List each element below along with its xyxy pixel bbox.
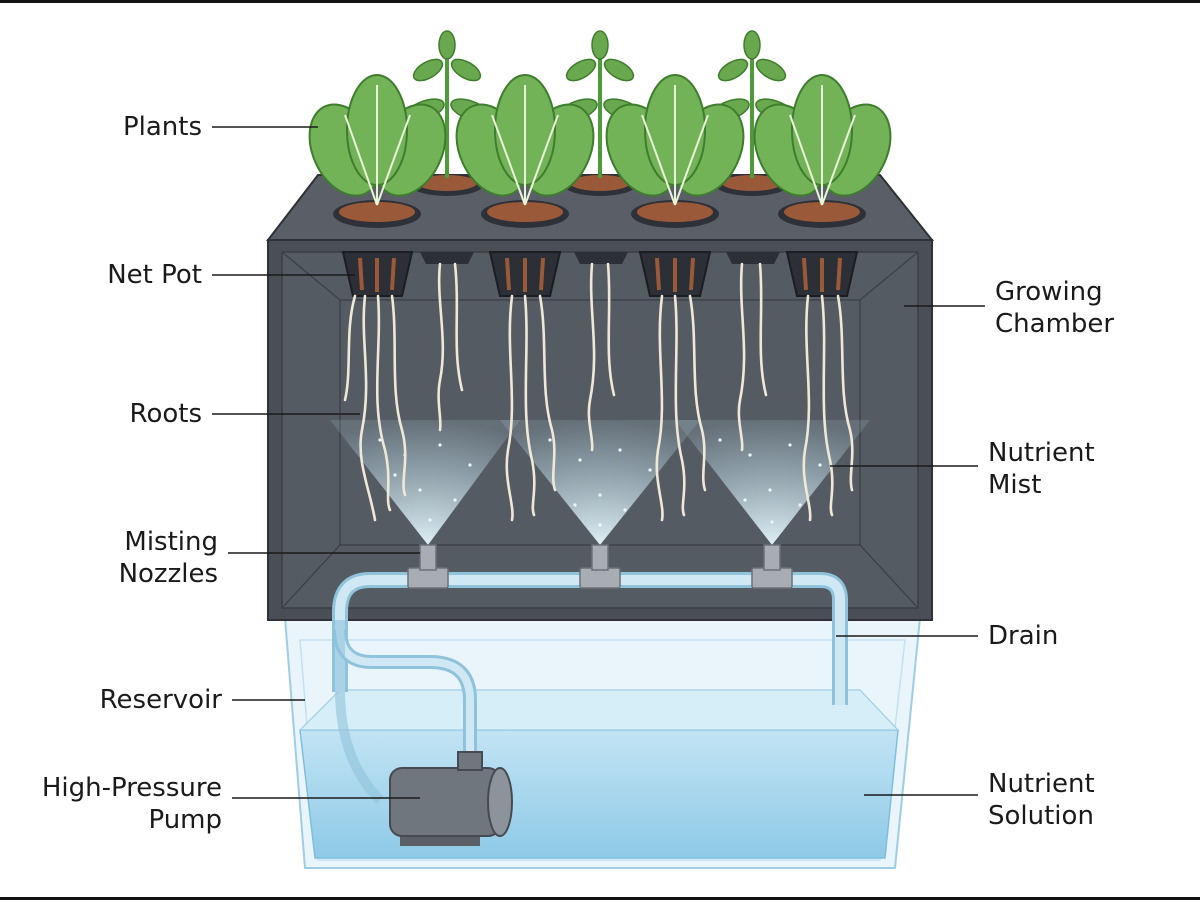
label-drain: Drain (988, 621, 1059, 651)
net-pots (341, 251, 859, 297)
label-reservoir: Reservoir (99, 685, 222, 715)
label-net-pot: Net Pot (107, 260, 202, 290)
water-surface (298, 689, 900, 731)
leader-lines (212, 126, 985, 799)
high-pressure-pump (389, 751, 513, 846)
label-plants: Plants (122, 112, 202, 142)
misting-nozzles (407, 544, 793, 589)
top-border (0, 0, 1200, 3)
pot-openings (333, 174, 866, 228)
roots (343, 262, 854, 522)
nutrient-mist (330, 420, 870, 545)
plants (308, 30, 892, 206)
bottom-border (0, 897, 1200, 900)
label-roots: Roots (129, 399, 202, 429)
